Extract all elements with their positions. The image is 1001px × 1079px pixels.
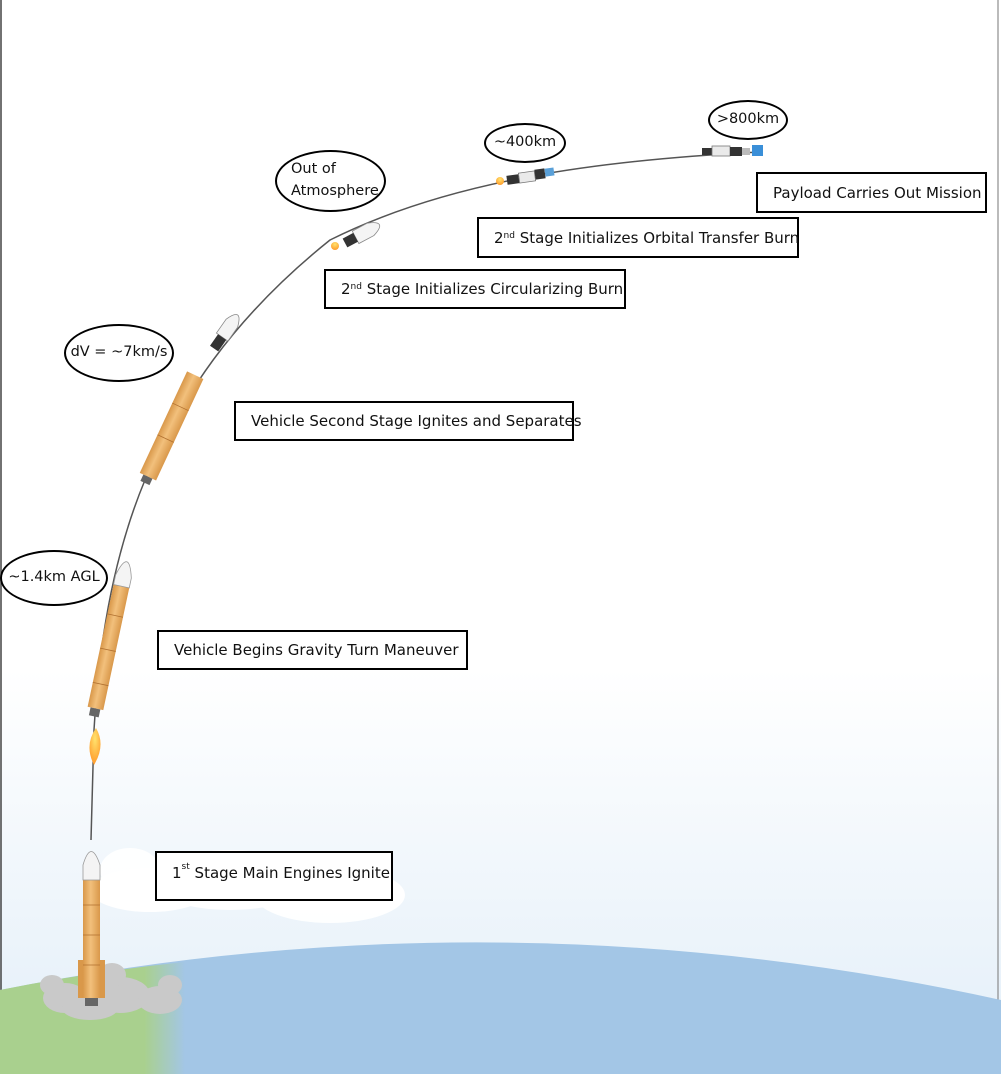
atmosphere-oval: Out of Atmosphere <box>275 150 386 212</box>
rocket-on-pad-icon <box>78 851 105 1006</box>
circularizing-burn-suffix: nd <box>350 282 362 292</box>
payload-mission-box: Payload Carries Out Mission <box>756 172 987 213</box>
altitude-400-text: ~400km <box>493 134 557 151</box>
rocket-ascending-icon <box>87 561 132 718</box>
upper-stage-icon <box>210 314 240 352</box>
engine-flame-icon <box>89 728 101 765</box>
altitude-400-oval: ~400km <box>484 123 566 163</box>
gravity-turn-box: Vehicle Begins Gravity Turn Maneuver <box>157 630 468 670</box>
altitude-800-text: >800km <box>716 111 780 128</box>
delta-v-oval: dV = ~7km/s <box>64 324 174 382</box>
second-stage-separates-box: Vehicle Second Stage Ignites and Separat… <box>234 401 582 441</box>
agl-altitude-text: ~1.4km AGL <box>8 569 100 586</box>
bottom-strip <box>0 1074 1001 1079</box>
payload-mission-text: Payload Carries Out Mission <box>773 183 982 202</box>
atmosphere-text-line2: Atmosphere <box>291 183 379 199</box>
transfer-stage-icon <box>496 167 555 185</box>
burn-flame-icon <box>331 242 339 250</box>
stage1-ignite-number: 1 <box>172 864 182 882</box>
stage1-ignite-suffix: st <box>181 862 190 872</box>
gravity-turn-text: Vehicle Begins Gravity Turn Maneuver <box>174 641 459 659</box>
stage1-ignite-text: Stage Main Engines Ignite <box>194 864 390 882</box>
trajectory-path <box>90 151 761 841</box>
altitude-800-oval: >800km <box>708 100 788 140</box>
atmosphere-text-line1: Out of <box>291 161 336 178</box>
circularizing-stage-icon <box>342 222 381 248</box>
second-stage-separates-text: Vehicle Second Stage Ignites and Separat… <box>251 412 582 430</box>
ocean <box>0 942 1001 1079</box>
circularizing-burn-text: Stage Initializes Circularizing Burn <box>366 280 624 298</box>
circularizing-burn-number: 2 <box>341 280 351 298</box>
orbital-transfer-text: Stage Initializes Orbital Transfer Burn <box>519 228 800 247</box>
agl-altitude-oval: ~1.4km AGL <box>0 550 108 606</box>
rocket-separation-icon <box>139 371 204 486</box>
delta-v-text: dV = ~7km/s <box>70 344 168 361</box>
orbital-transfer-number: 2 <box>494 228 504 247</box>
orbital-transfer-suffix: nd <box>503 230 515 241</box>
satellite-payload-icon <box>702 145 763 157</box>
